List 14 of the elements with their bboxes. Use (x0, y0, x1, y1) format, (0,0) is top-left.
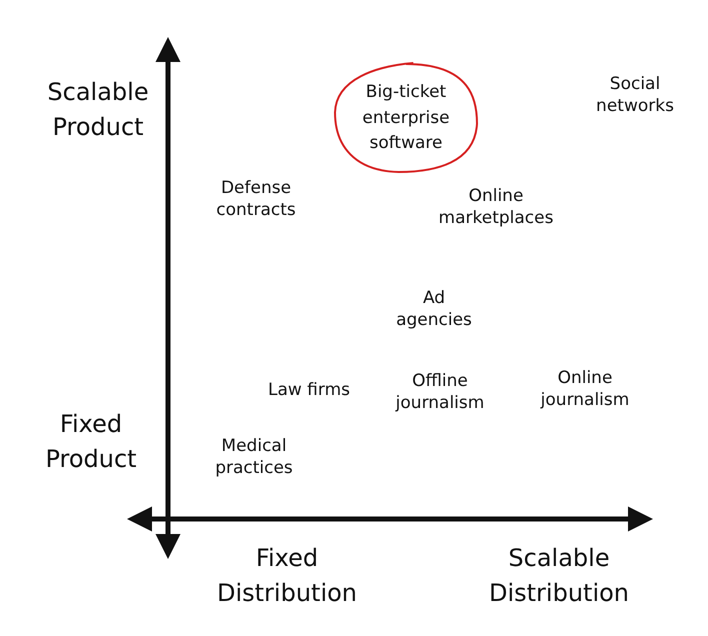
quadrant-label: Law firms (266, 378, 351, 402)
axis-label: Fixed Product (44, 409, 138, 475)
axis-label: Scalable Distribution (488, 543, 630, 609)
quadrant-label: Defense contracts (215, 176, 297, 222)
axis-label: Fixed Distribution (216, 543, 358, 609)
quadrant-label: Big-ticket enterprise software (361, 80, 451, 155)
quadrant-label: Online journalism (539, 366, 630, 412)
quadrant-label: Medical practices (214, 434, 294, 480)
quadrant-label: Social networks (595, 72, 675, 118)
quadrant-label: Offline journalism (394, 370, 486, 414)
quadrant-label: Ad agencies (395, 286, 473, 332)
circled-item (333, 62, 479, 174)
axis-label: Scalable Product (46, 77, 150, 143)
quadrant-label: Online marketplaces (438, 184, 554, 230)
